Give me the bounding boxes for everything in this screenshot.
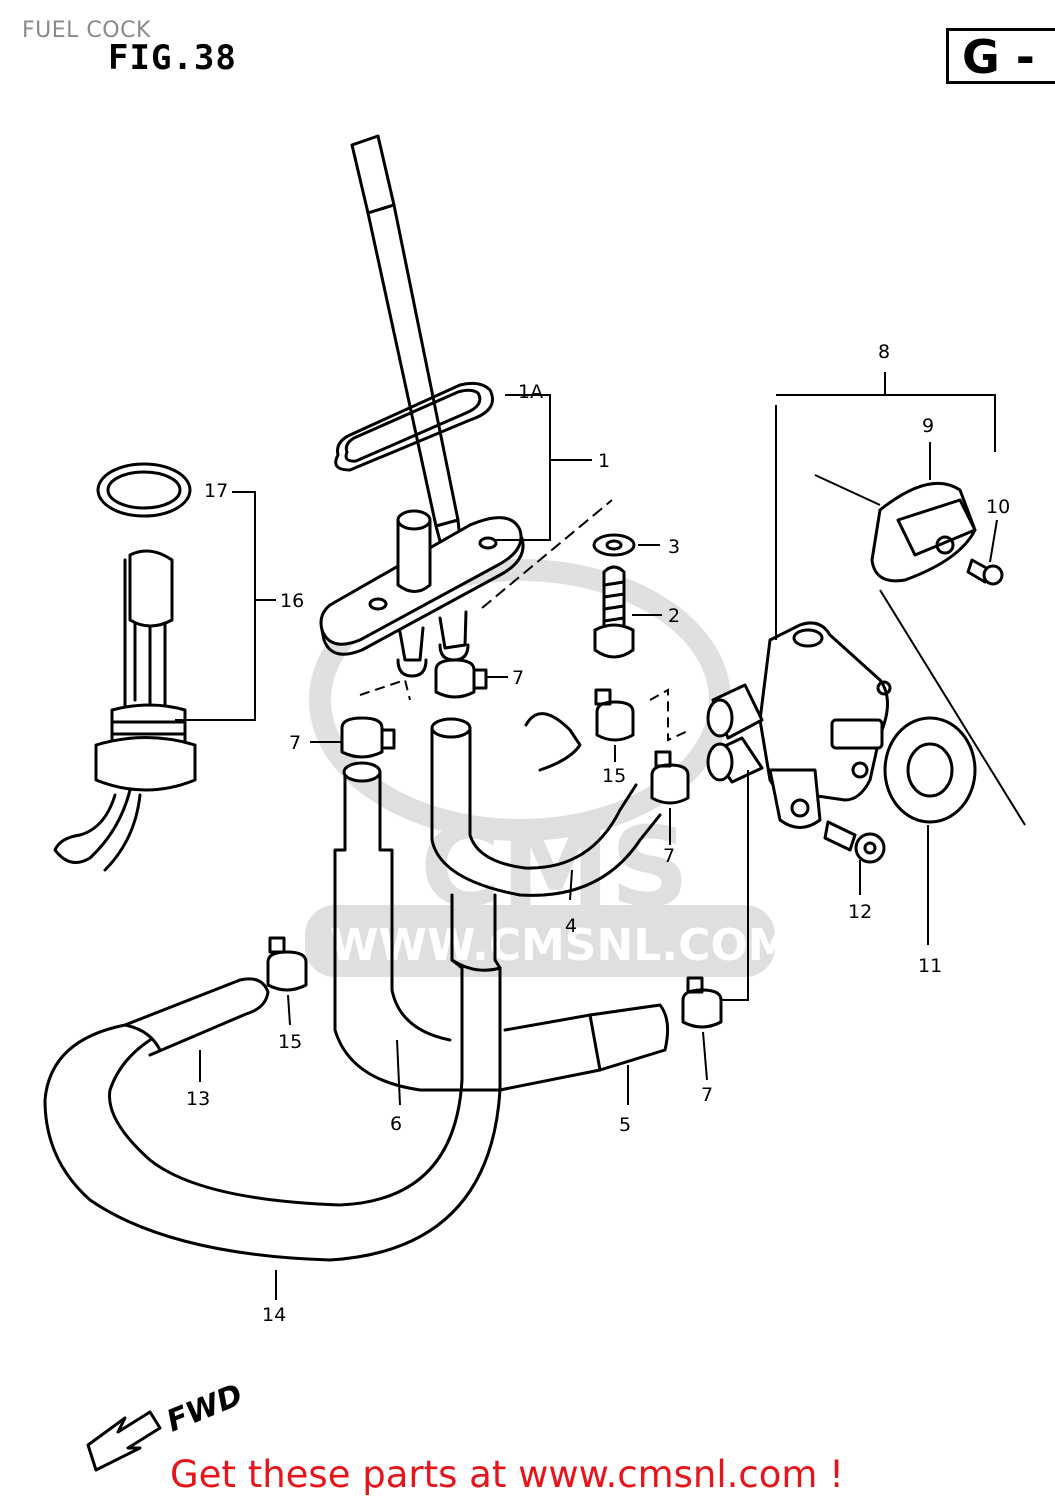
callout-7-a: 7 <box>512 667 524 689</box>
callout-3: 3 <box>668 536 680 558</box>
clamp-7-b <box>340 716 396 759</box>
clamp-15-a <box>594 688 635 742</box>
hose-5 <box>498 1003 670 1092</box>
callout-7-c: 7 <box>663 845 675 867</box>
callout-1: 1 <box>598 450 610 472</box>
screw-2 <box>593 565 635 659</box>
hose-4 <box>430 712 662 897</box>
callout-4: 4 <box>565 915 577 937</box>
hose-13 <box>123 977 270 1057</box>
callout-7-b: 7 <box>289 732 301 754</box>
page-title: FUEL COCK <box>22 18 151 43</box>
callout-10: 10 <box>986 496 1010 518</box>
callout-14: 14 <box>262 1304 286 1326</box>
callout-9: 9 <box>922 415 934 437</box>
clamp-7-a <box>434 658 488 699</box>
callout-15-b: 15 <box>278 1031 302 1053</box>
section-tag-box <box>946 28 1055 84</box>
callout-12: 12 <box>848 901 872 923</box>
callout-15-a: 15 <box>602 765 626 787</box>
clamp-15-b <box>266 936 308 992</box>
cock-gasket <box>334 381 494 472</box>
callout-7-d: 7 <box>701 1084 713 1106</box>
cmsnl-parts-link[interactable]: Get these parts at www.cmsnl.com ! <box>170 1453 845 1496</box>
callout-6: 6 <box>390 1113 402 1135</box>
clamp-7-c <box>650 750 690 805</box>
washer-3 <box>592 533 636 557</box>
callout-2: 2 <box>668 605 680 627</box>
callout-13: 13 <box>186 1088 210 1110</box>
hose-6 <box>333 761 502 1092</box>
callout-16: 16 <box>280 590 304 612</box>
leader-lines <box>175 372 1026 1300</box>
screw-10 <box>966 558 1004 586</box>
callout-8: 8 <box>878 341 890 363</box>
fuel-cock-body <box>319 509 525 678</box>
section-tag: G - <box>962 30 1035 84</box>
callout-17: 17 <box>204 480 228 502</box>
screw-12 <box>823 820 886 864</box>
watermark-logo: CMS <box>420 803 689 931</box>
clamp-7-d <box>681 976 723 1029</box>
forward-label: FWD <box>162 1378 248 1440</box>
fuel-cock-assembly-8 <box>706 621 892 829</box>
watermark: CMS WWW.CMSNL.COM <box>305 559 792 977</box>
callout-5: 5 <box>619 1114 631 1136</box>
callout-1a: 1A <box>518 381 543 403</box>
knob-9 <box>870 481 977 583</box>
fuel-level-gauge-16 <box>53 549 197 872</box>
o-ring-17 <box>96 462 192 518</box>
hose-14 <box>43 893 502 1262</box>
fuel-pickup-pipe <box>350 134 464 562</box>
watermark-url: WWW.CMSNL.COM <box>330 920 792 971</box>
figure-number: FIG.38 <box>108 38 237 78</box>
callouts: 1A 1 3 2 17 16 7 7 8 9 10 15 7 4 12 11 1… <box>186 341 1010 1326</box>
gasket-11 <box>883 716 977 824</box>
callout-11: 11 <box>918 955 942 977</box>
